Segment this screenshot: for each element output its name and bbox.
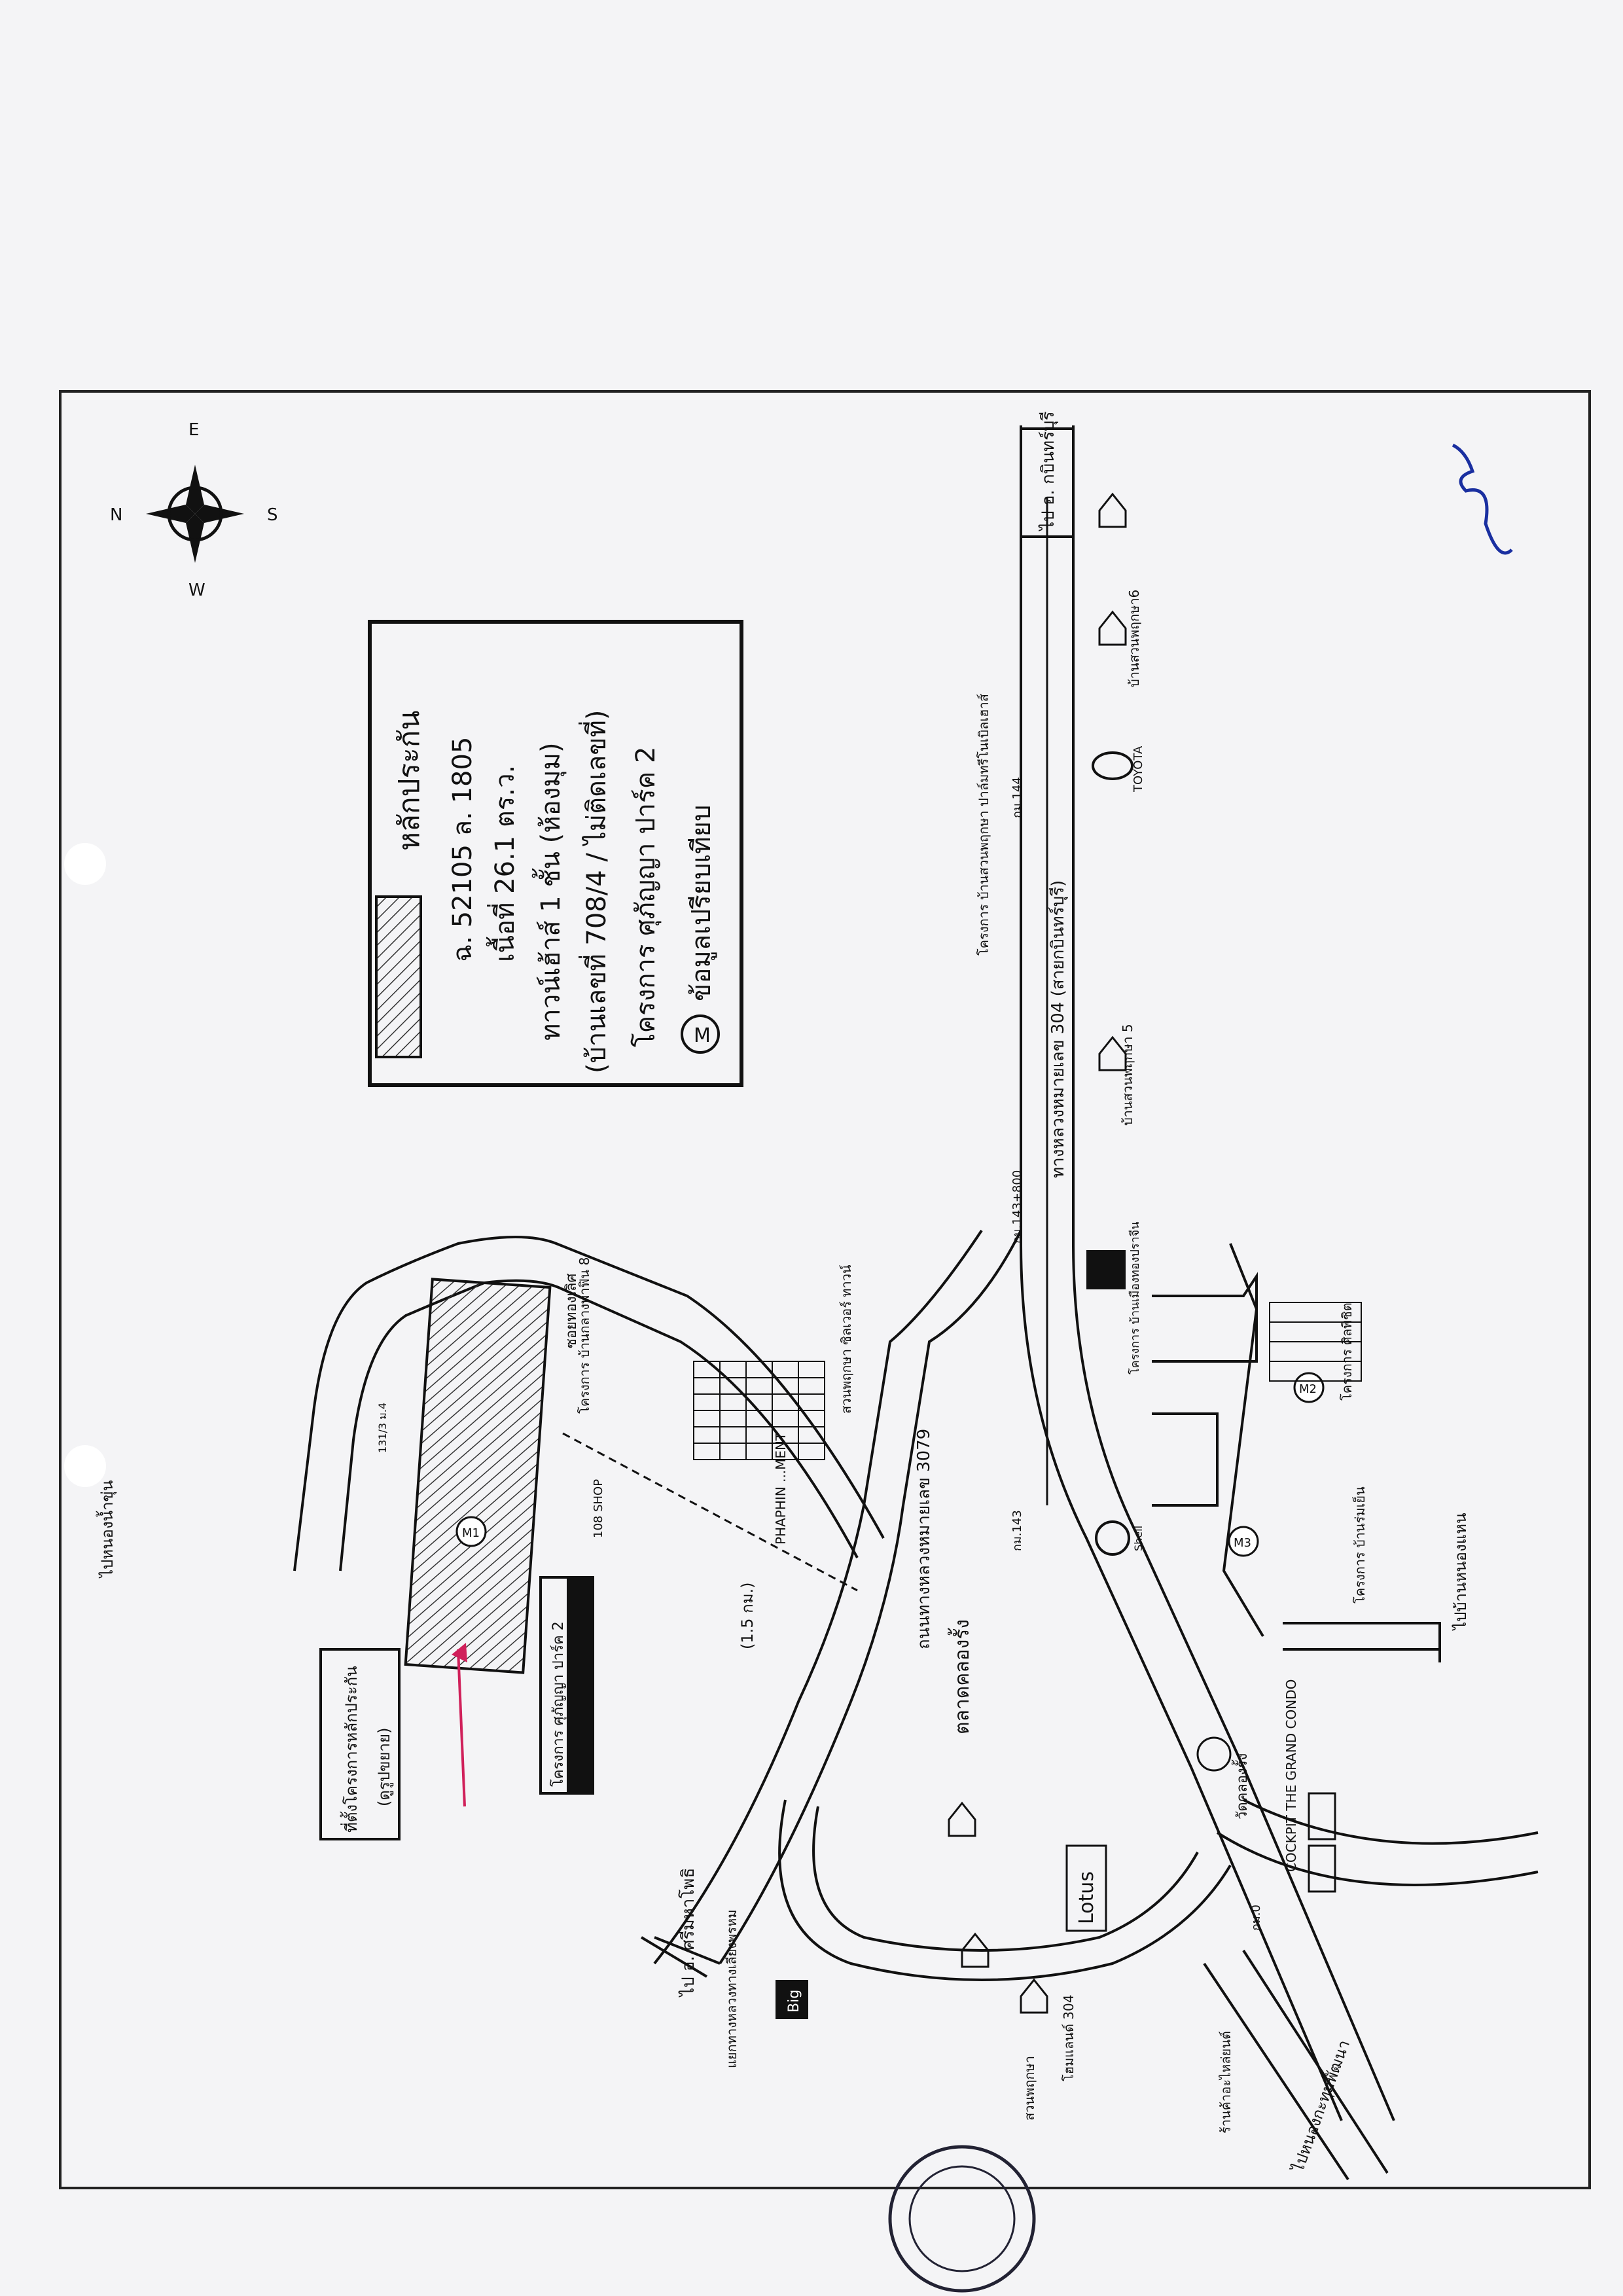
m1-marker: [455, 1516, 487, 1547]
to-sri-maha-phot-road: [654, 1936, 721, 1965]
punch-hole-1: [64, 843, 106, 885]
m-symbol-circle: [681, 1014, 720, 1054]
km-143800: กม.143+800: [1010, 1170, 1024, 1244]
m3-label: M3: [1234, 1536, 1251, 1550]
shell-label: Shell: [1132, 1526, 1145, 1551]
mit-label: สวนพฤกษา: [1022, 2056, 1037, 2121]
east-road-d: [1243, 1799, 1539, 1845]
to-west-label: ไปบ้านหนองแหน: [1452, 1513, 1470, 1631]
market-loop-road: [778, 1799, 1232, 1981]
legend-line6: ข้อมูลเปรียบเทียบ: [687, 805, 717, 1002]
m2-label: M2: [1299, 1382, 1317, 1396]
km-144: กม.144: [1010, 777, 1024, 818]
bottom-road-a: [1203, 1962, 1349, 2181]
soi-road-a: [293, 1236, 885, 1571]
wat-icon: [1196, 1736, 1232, 1772]
legend-line1: ฉ. 52105 ล. 1805: [448, 737, 478, 962]
stamp-seal-inner: [908, 2165, 1016, 2272]
east-road-e: [1216, 1831, 1539, 1886]
red-arrow-head: [452, 1643, 467, 1662]
bottom-road-b: [1242, 1949, 1389, 2174]
shop108-label: 108 SHOP: [592, 1479, 605, 1538]
market-loop-road-inner: [812, 1806, 1199, 1952]
compass-w: W: [188, 581, 205, 600]
to-nong-nam-khun-label: ไปหนองน้ำขุ่น: [96, 1480, 117, 1579]
toyota-label: TOYOTA: [1132, 745, 1145, 793]
m3-marker: [1228, 1526, 1259, 1557]
legend-box: [368, 620, 743, 1087]
makro-logo-icon: [1086, 1250, 1126, 1289]
lotus-label: Lotus: [1075, 1871, 1098, 1924]
compass-s: S: [267, 505, 278, 525]
garden-label: โครงการ บ้านสวนพฤกษา ปาล์มทรีโนเบิลเฮาส์: [976, 694, 991, 956]
km-143: กม.143: [1010, 1510, 1024, 1551]
hwy304-road-left: [1020, 425, 1343, 2121]
red-arrow-line: [457, 1649, 466, 1807]
palm8-label: โครงการ บ้านกลางพาฟิน 8: [577, 1257, 592, 1414]
distance-label: (1.5 กม.): [738, 1582, 757, 1649]
legend-line4: (บ้านเลขที่ 708/4 / ไม่ติดเลขที่): [579, 709, 612, 1073]
soi-label: ซอยทองเลิศ: [563, 1274, 580, 1348]
map-frame: [59, 390, 1591, 2189]
hwy304-label: ทางหลวงหมายเลข 304 (สายกบินทร์บุรี): [1048, 880, 1068, 1178]
legend-line5: โครงการ ศุภัญญา ปาร์ค 2: [631, 747, 662, 1048]
shell-logo-icon: [1095, 1520, 1130, 1556]
kanthong-label: โครงการ บ้านเมืองทองปราจีน: [1128, 1221, 1142, 1374]
subject-loc-label: ที่ตั้งโครงการหลักประกัน: [340, 1666, 361, 1833]
ro-label: โฮมแลนด์ 304: [1061, 1995, 1077, 2081]
housing-block-icon-2: [1269, 1302, 1362, 1382]
supatta5-label: บ้านสวนพฤกษา 5: [1120, 1024, 1135, 1126]
condo-icon: [1308, 1792, 1336, 1893]
legend-line2: เนื้อที่ 26.1 ตร.ว.: [486, 765, 520, 962]
legend-title: หลักประกัน: [393, 710, 426, 851]
phaphin-label: PHAPHIN ...MENT: [773, 1432, 789, 1545]
bigc-logo-icon: [776, 1980, 808, 2019]
subject-loc-label2: (ดูรูปขยาย): [375, 1728, 394, 1806]
to-kabin-label: ไป อ. กบินทร์บุรี: [1038, 411, 1058, 531]
wat-label: วัดคลองรั้ง: [1232, 1753, 1251, 1820]
hwy304-road-right: [1072, 425, 1395, 2121]
market-label: ตลาดคลองรั้ง: [948, 1619, 974, 1734]
sai-label: ร้านค้าอะไหล่ยนต์: [1218, 2031, 1234, 2134]
proj-m2-label: โครงการ ศิลพิชิต: [1339, 1302, 1355, 1401]
east-road-b: [1283, 1622, 1441, 1662]
proj-m3-label: โครงการ บ้านร่มเย็น: [1351, 1486, 1368, 1604]
to-sri-maha-phot-label: ไป อ. ศรีมหาโพธิ: [678, 1868, 698, 1998]
supatta6-label: บ้านสวนพฤกษา6: [1126, 590, 1142, 687]
km-0: กม.0: [1249, 1905, 1263, 1931]
legend-hatch-swatch: [375, 895, 422, 1058]
project-subject-label: โครงการ ศุภัญญา ปาร์ค 2: [550, 1621, 567, 1787]
condo-label: COCKPIT THE GRAND CONDO: [1283, 1679, 1299, 1872]
compass-e: E: [188, 420, 199, 440]
east-block-2: [1152, 1412, 1219, 1507]
housing-block-icon: [693, 1361, 825, 1460]
to-sri-maha-phot-road-2: [640, 1936, 708, 1978]
distance-dash: [562, 1432, 858, 1592]
compass-icon: N E S W: [110, 420, 278, 600]
hwy3079-label: ถนนทางหลวงหมายเลข 3079: [914, 1429, 934, 1649]
project-box-shadow: [567, 1577, 593, 1793]
bigc-label: Big: [786, 1990, 802, 2013]
lotus-logo-box: [1065, 1844, 1107, 1932]
punch-hole-2: [64, 1445, 106, 1487]
m1-label: M1: [462, 1526, 480, 1540]
legend-m: M: [694, 1024, 711, 1047]
to-kabin-box: [1020, 427, 1075, 538]
nong-nam-label: แยกทางหลวงทางเลี่ยงพรหม: [722, 1910, 740, 2068]
hwy3079-road-a: [719, 1230, 1022, 1965]
num1313-label: 131/3 ม.4: [376, 1403, 389, 1453]
subject-plot: [404, 1278, 552, 1674]
phon-label: สวนพฤกษา ซิลเวอร์ ทาวน์: [838, 1265, 854, 1414]
east-road-a: [1222, 1243, 1264, 1638]
house-icon: [948, 492, 1127, 2014]
legend-line3: ทาวน์เฮ้าส์ 1 ชั้น (ห้องมุม): [531, 742, 567, 1041]
subject-loc-box: [319, 1648, 401, 1840]
hwy3079-road-b: [653, 1229, 983, 1965]
east-block-1: [1152, 1272, 1258, 1363]
compass-n: N: [110, 505, 122, 525]
signature-mark: [1452, 443, 1513, 555]
stamp-seal: [888, 2145, 1036, 2293]
toyota-logo-icon: [1092, 751, 1133, 780]
